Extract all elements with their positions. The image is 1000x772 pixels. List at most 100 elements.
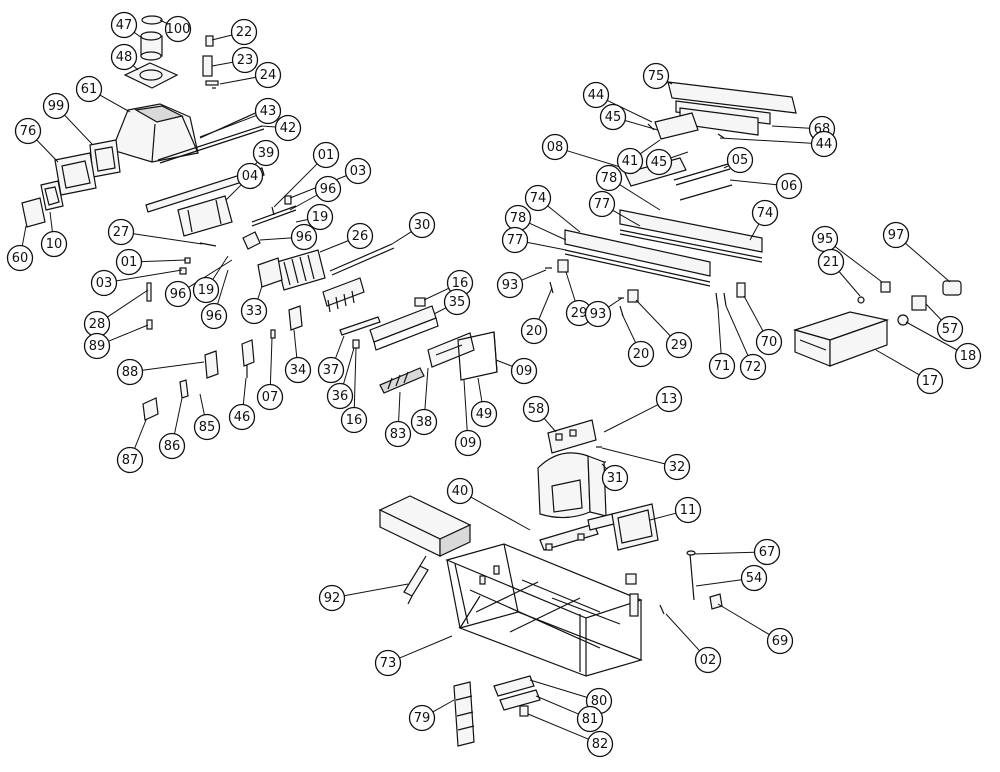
callout-circle bbox=[42, 92, 70, 120]
callout-circle bbox=[520, 317, 548, 345]
callout-38: 38 bbox=[410, 408, 438, 436]
callout-label: 96 bbox=[296, 230, 313, 245]
callout-circle bbox=[443, 288, 471, 316]
callout-circle bbox=[252, 139, 280, 167]
part-wire-30 bbox=[329, 243, 393, 272]
leader-line-19 bbox=[295, 219, 308, 223]
leader-line-19 bbox=[212, 255, 229, 280]
callout-circle bbox=[83, 332, 111, 360]
callout-87: 87 bbox=[116, 446, 144, 474]
callout-77: 77 bbox=[588, 190, 616, 218]
callout-circle bbox=[410, 408, 438, 436]
callout-circle bbox=[110, 43, 138, 71]
callout-label: 86 bbox=[164, 439, 181, 454]
callout-11: 11 bbox=[674, 496, 702, 524]
callout-label: 29 bbox=[671, 338, 688, 353]
callout-label: 57 bbox=[942, 322, 959, 337]
leader-line-27 bbox=[133, 233, 203, 245]
callout-45: 45 bbox=[599, 103, 627, 131]
callout-71: 71 bbox=[708, 352, 736, 380]
callout-label: 85 bbox=[199, 420, 216, 435]
callout-circle bbox=[14, 117, 42, 145]
callout-label: 81 bbox=[582, 712, 599, 727]
leader-line-95 bbox=[834, 246, 883, 283]
leader-line-21 bbox=[838, 271, 861, 297]
callout-60: 60 bbox=[6, 244, 34, 272]
leader-line-67 bbox=[693, 551, 755, 555]
callout-label: 80 bbox=[591, 694, 608, 709]
callout-circle bbox=[766, 627, 794, 655]
callout-78: 78 bbox=[595, 164, 623, 192]
callout-41: 41 bbox=[616, 147, 644, 175]
callout-label: 70 bbox=[761, 335, 778, 350]
callout-label: 75 bbox=[648, 69, 665, 84]
leader-line-40 bbox=[470, 496, 531, 531]
callout-label: 45 bbox=[605, 110, 622, 125]
callout-96: 96 bbox=[164, 280, 192, 308]
leader-line-70 bbox=[743, 295, 764, 332]
part-rod-54 bbox=[689, 553, 695, 601]
callout-circle bbox=[582, 81, 610, 109]
callout-04: 04 bbox=[236, 162, 264, 190]
callout-label: 83 bbox=[390, 427, 407, 442]
part-wedge-96 bbox=[242, 231, 261, 250]
callout-label: 100 bbox=[166, 22, 191, 37]
callout-circle bbox=[115, 248, 143, 276]
leader-line-79 bbox=[432, 699, 455, 713]
callout-47: 47 bbox=[110, 11, 138, 39]
callout-10: 10 bbox=[40, 230, 68, 258]
callout-29: 29 bbox=[665, 331, 693, 359]
callout-label: 88 bbox=[122, 365, 139, 380]
callout-label: 74 bbox=[530, 191, 547, 206]
leader-line-80 bbox=[529, 679, 588, 698]
callout-label: 42 bbox=[280, 121, 297, 136]
leader-line-04 bbox=[225, 184, 242, 201]
leader-line-41 bbox=[639, 139, 661, 155]
part-housing bbox=[537, 452, 607, 519]
part-controller-box-17 bbox=[792, 311, 890, 367]
callout-79: 79 bbox=[408, 704, 436, 732]
callout-42: 42 bbox=[274, 114, 302, 142]
callout-54: 54 bbox=[740, 564, 768, 592]
callout-circle bbox=[674, 496, 702, 524]
callout-06: 06 bbox=[775, 172, 803, 200]
callout-label: 99 bbox=[48, 99, 65, 114]
part-strip-39 bbox=[145, 167, 265, 213]
part-strip-37 bbox=[339, 316, 381, 336]
leader-line-71 bbox=[717, 307, 722, 354]
callout-01: 01 bbox=[312, 141, 340, 169]
leader-line-46 bbox=[242, 377, 247, 405]
leader-line-30 bbox=[391, 231, 412, 245]
callout-label: 44 bbox=[816, 137, 833, 152]
callout-label: 01 bbox=[121, 255, 138, 270]
callout-label: 72 bbox=[745, 360, 762, 375]
leader-line-89 bbox=[108, 324, 149, 342]
callout-05: 05 bbox=[726, 146, 754, 174]
callout-label: 39 bbox=[258, 146, 275, 161]
callout-67: 67 bbox=[753, 538, 781, 566]
leader-line-36 bbox=[343, 347, 355, 385]
leader-line-82 bbox=[527, 713, 589, 740]
leader-line-74 bbox=[749, 223, 760, 241]
callout-19: 19 bbox=[192, 276, 220, 304]
callout-43: 43 bbox=[254, 97, 282, 125]
callout-label: 73 bbox=[380, 656, 397, 671]
callout-58: 58 bbox=[522, 395, 550, 423]
callout-circle bbox=[344, 157, 372, 185]
callout-95: 95 bbox=[811, 225, 839, 253]
leader-line-29 bbox=[565, 271, 576, 302]
callout-circle bbox=[954, 342, 982, 370]
callout-23: 23 bbox=[231, 46, 259, 74]
callout-label: 36 bbox=[332, 389, 349, 404]
callout-circle bbox=[817, 248, 845, 276]
leader-line-47 bbox=[133, 31, 143, 39]
callout-label: 87 bbox=[122, 453, 139, 468]
callout-46: 46 bbox=[228, 403, 256, 431]
leader-line-35 bbox=[433, 307, 447, 315]
part-frame-49 bbox=[457, 331, 498, 381]
callout-48: 48 bbox=[110, 43, 138, 71]
callout-label: 38 bbox=[416, 415, 433, 430]
callout-circle bbox=[645, 148, 673, 176]
callout-circle bbox=[595, 164, 623, 192]
callout-label: 44 bbox=[588, 88, 605, 103]
